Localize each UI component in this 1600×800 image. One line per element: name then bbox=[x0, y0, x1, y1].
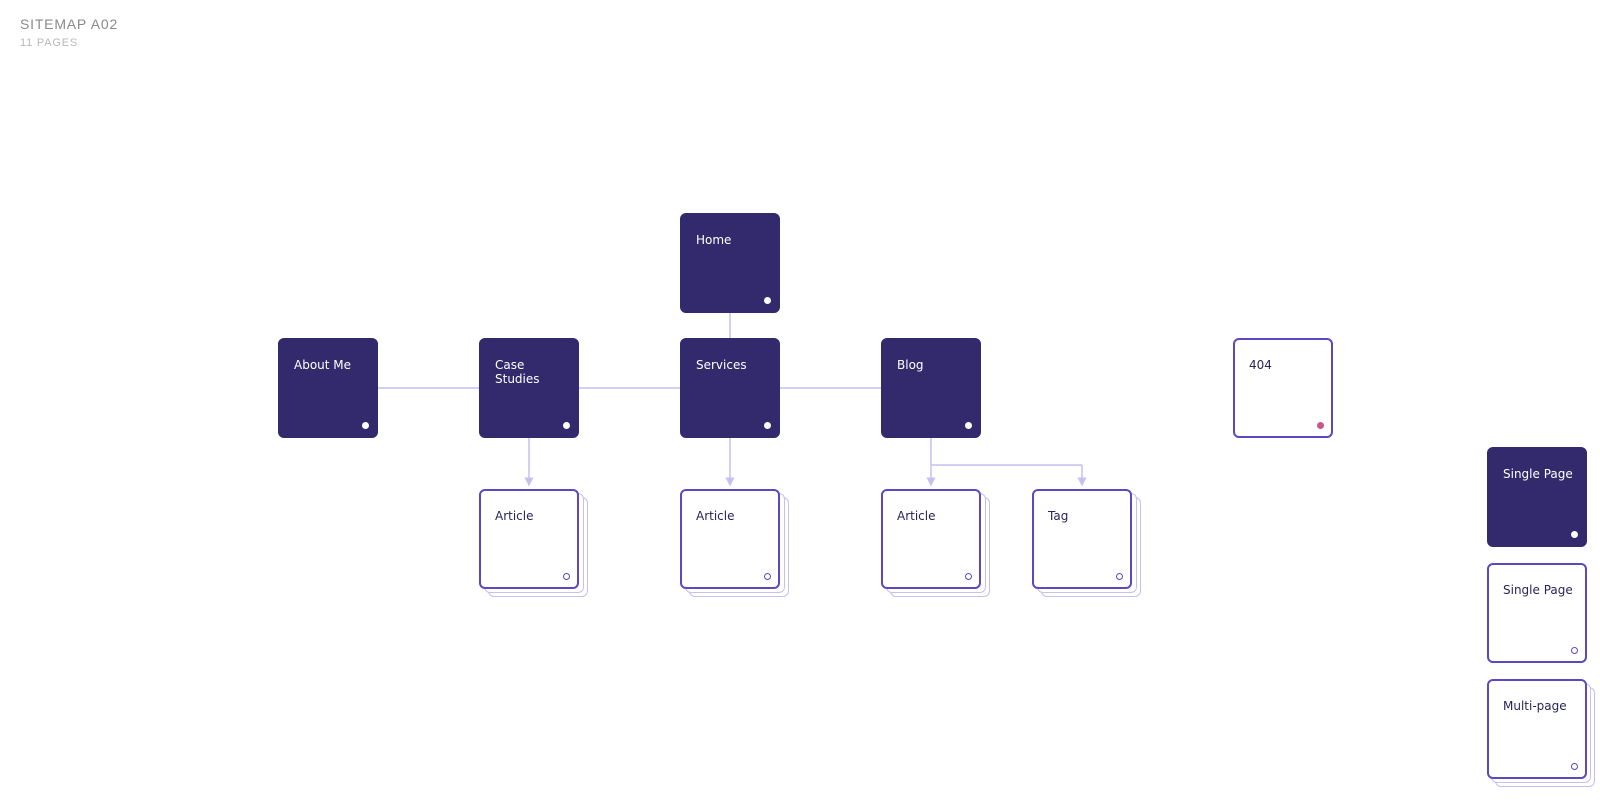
node-404[interactable]: 404 bbox=[1233, 338, 1333, 438]
node-blog-article[interactable]: Article bbox=[881, 489, 981, 589]
sitemap-title: SITEMAP A02 bbox=[20, 16, 119, 32]
node-label: Article bbox=[696, 509, 735, 523]
status-dot bbox=[965, 422, 972, 429]
node-label: 404 bbox=[1249, 358, 1272, 372]
node-label: Case Studies bbox=[495, 358, 540, 386]
status-dot bbox=[362, 422, 369, 429]
legend-label: Single Page bbox=[1503, 583, 1573, 597]
legend-label: Single Page bbox=[1503, 467, 1573, 481]
legend-label: Multi-page bbox=[1503, 699, 1567, 713]
node-case-studies-article[interactable]: Article bbox=[479, 489, 579, 589]
status-dot bbox=[965, 573, 972, 580]
status-dot bbox=[764, 297, 771, 304]
status-dot bbox=[1116, 573, 1123, 580]
legend-single-page-outline: Single Page bbox=[1487, 563, 1587, 663]
node-services[interactable]: Services bbox=[680, 338, 780, 438]
legend-multi-page: Multi-page bbox=[1487, 679, 1587, 779]
status-dot bbox=[563, 573, 570, 580]
node-home[interactable]: Home bbox=[680, 213, 780, 313]
node-label: Article bbox=[897, 509, 936, 523]
status-dot bbox=[764, 422, 771, 429]
node-services-article[interactable]: Article bbox=[680, 489, 780, 589]
status-dot bbox=[563, 422, 570, 429]
page-count: 11 PAGES bbox=[20, 37, 78, 49]
status-dot bbox=[1571, 647, 1578, 654]
node-label: Services bbox=[696, 358, 747, 372]
node-label: Home bbox=[696, 233, 732, 247]
legend-single-page-filled: Single Page bbox=[1487, 447, 1587, 547]
status-dot bbox=[1571, 531, 1578, 538]
status-dot bbox=[764, 573, 771, 580]
node-case-studies[interactable]: Case Studies bbox=[479, 338, 579, 438]
node-label: Article bbox=[495, 509, 534, 523]
error-dot bbox=[1317, 422, 1324, 429]
node-blog-tag[interactable]: Tag bbox=[1032, 489, 1132, 589]
node-about-me[interactable]: About Me bbox=[278, 338, 378, 438]
node-label: About Me bbox=[294, 358, 352, 372]
node-blog[interactable]: Blog bbox=[881, 338, 981, 438]
status-dot bbox=[1571, 763, 1578, 770]
node-label: Tag bbox=[1048, 509, 1069, 523]
node-label: Blog bbox=[897, 358, 924, 372]
